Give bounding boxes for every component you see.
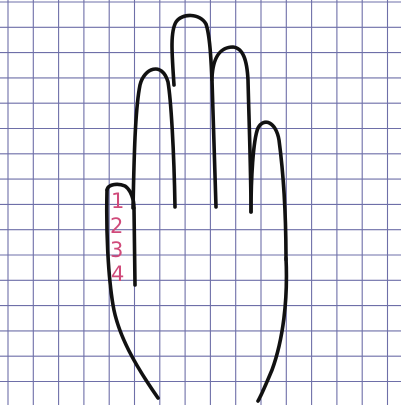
palm-right-edge	[258, 258, 286, 401]
thumb-segment-label-4: 4	[111, 262, 124, 286]
hand-outline	[107, 15, 287, 401]
ring-finger	[212, 47, 251, 212]
middle-ring-gap	[212, 80, 216, 207]
index-finger	[133, 69, 175, 208]
thumb-segment-labels: 1 2 3 4	[110, 189, 124, 286]
thumb-segment-label-3: 3	[110, 238, 123, 262]
thumb-inner-line	[134, 208, 135, 285]
little-finger	[251, 122, 286, 260]
thumb-segment-label-1: 1	[111, 189, 124, 213]
middle-finger	[172, 15, 212, 85]
thumb-segment-label-2: 2	[110, 214, 123, 238]
